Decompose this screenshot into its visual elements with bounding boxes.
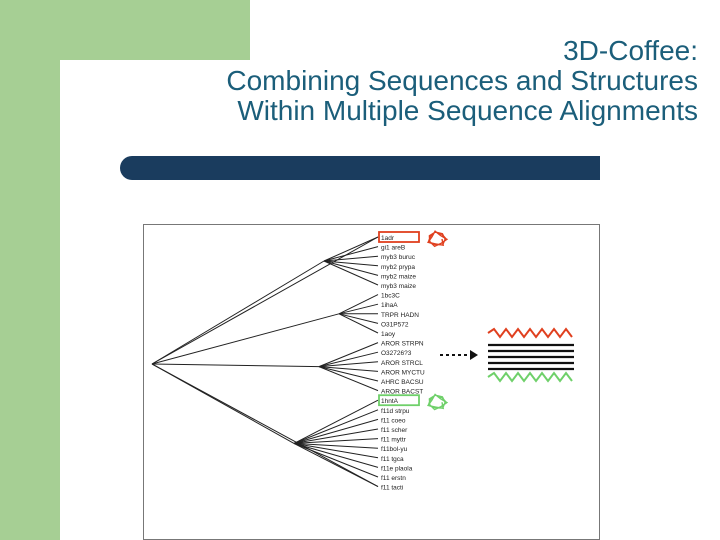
sequence-label: f11 tacti <box>381 485 403 492</box>
sequence-label: f11 scher <box>381 427 408 434</box>
sequence-label: 1bc3C <box>381 293 400 300</box>
tree-branch <box>338 294 379 315</box>
tree-branch <box>151 363 379 488</box>
sequence-label: AHRC BACSU <box>381 379 424 386</box>
top-decor-block <box>60 0 250 60</box>
tree-branch <box>318 366 379 382</box>
tree-branch <box>323 246 379 262</box>
sequence-label: f11d strpu <box>381 408 410 415</box>
tree-branch <box>338 303 379 315</box>
sequence-label: AROR MYCTU <box>381 369 425 376</box>
tree-branch <box>318 351 379 368</box>
tree-branch <box>338 313 379 334</box>
tree-branch <box>293 442 379 459</box>
sequence-label: f11 myttr <box>381 437 407 444</box>
tree-branch <box>151 363 320 368</box>
sequence-label: myb2 prypa <box>381 264 415 271</box>
tree-branch <box>318 342 379 368</box>
tree-branch <box>293 438 379 444</box>
sequence-label: gi1 areB <box>381 245 405 252</box>
green-aligned-structure-line <box>487 371 573 383</box>
slide-title: 3D-Coffee: Combining Sequences and Struc… <box>100 36 698 126</box>
figure-canvas: 1adr gi1 areB myb3 buruc myb2 prypa myb2 mai… <box>151 230 574 492</box>
left-decor-band <box>0 0 60 540</box>
title-divider-bar <box>120 156 600 180</box>
alignment-figure: 1adr gi1 areB myb3 buruc myb2 prypa myb2 mai… <box>143 224 600 540</box>
sequence-label: O31P572 <box>381 321 409 328</box>
red-aligned-structure-line <box>487 327 573 339</box>
arrow-head <box>470 350 478 360</box>
sequence-label: f11 coeo <box>381 417 406 424</box>
bottom-highlight-box <box>378 394 420 407</box>
sequence-label: 1ihaA <box>381 302 398 309</box>
tree-branch <box>293 428 379 444</box>
title-line-2: Combining Sequences and Structures <box>226 65 698 96</box>
sequence-label: myb3 buruc <box>381 254 416 261</box>
sequence-label: f11 erstn <box>381 475 406 482</box>
tree-branch <box>293 418 379 444</box>
sequence-label: AROR STRCL <box>381 360 423 367</box>
sequence-label: TRPR HADN <box>381 312 419 319</box>
tree-branch <box>293 399 379 444</box>
tree-branch <box>318 366 379 392</box>
tree-branch <box>323 260 379 276</box>
tree-branch <box>151 260 325 365</box>
tree-branch <box>318 366 379 372</box>
tree-branch <box>323 260 379 286</box>
title-line-1: 3D-Coffee: <box>563 35 698 66</box>
top-highlight-box <box>378 231 420 243</box>
tree-branch <box>151 313 340 365</box>
tree-branch <box>293 442 379 468</box>
tree-branch <box>323 236 379 262</box>
sequence-label: f11e plaola <box>381 465 413 472</box>
sequence-label: 1aoy <box>381 331 396 338</box>
sequence-label: myb3 maize <box>381 283 416 290</box>
tree-branch <box>338 313 379 324</box>
sequence-label: 1hntA <box>381 398 399 405</box>
tree-branch <box>293 442 379 478</box>
title-line-3: Within Multiple Sequence Alignments <box>237 95 698 126</box>
tree-branch <box>323 255 379 262</box>
green-protein-structure-icon <box>426 393 449 411</box>
sequence-label: f11bol-yu <box>381 446 408 453</box>
sequence-label: O32726?3 <box>381 350 412 357</box>
tree-branch <box>293 442 379 449</box>
sequence-label: AROR BACST <box>381 389 423 396</box>
tree-branch <box>293 409 379 444</box>
sequence-label: f11 tgca <box>381 456 404 463</box>
sequence-label: AROR STRPN <box>381 341 424 348</box>
sequence-label: 1adr <box>381 235 395 242</box>
sequence-label: myb2 maize <box>381 273 416 280</box>
red-protein-structure-icon <box>426 230 449 248</box>
tree-branch <box>318 361 379 368</box>
tree-branch <box>151 236 379 365</box>
